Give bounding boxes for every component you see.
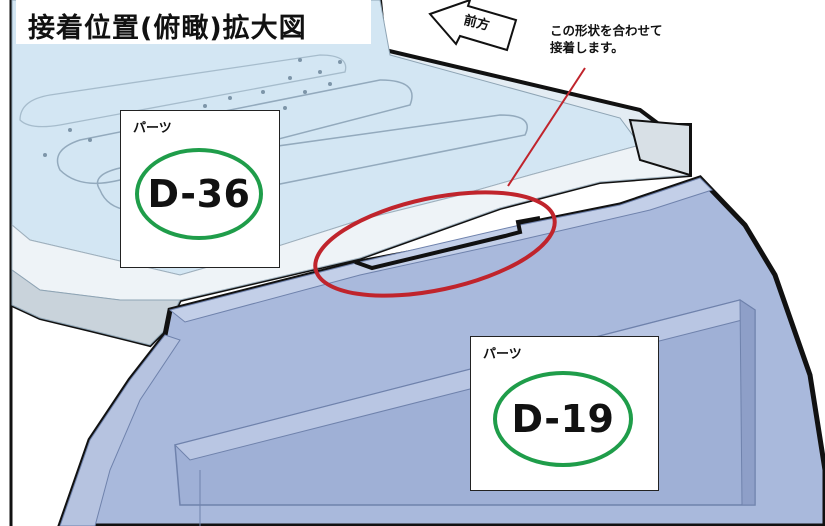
joint-highlight-ring xyxy=(313,190,557,298)
part-code: D-19 xyxy=(511,397,615,441)
part-code: D-36 xyxy=(147,172,251,216)
note-leader-line xyxy=(507,67,586,187)
part-card-d19: パーツ D-19 xyxy=(470,336,659,491)
page-title: 接着位置(俯瞰)拡大図 xyxy=(28,13,307,44)
joint-notch xyxy=(354,216,541,271)
forward-arrow-icon xyxy=(428,0,518,52)
part-card-d36: パーツ D-36 xyxy=(120,110,280,268)
instruction-note: この形状を合わせて 接着します。 xyxy=(550,22,663,56)
part-code-ring: D-19 xyxy=(493,371,633,467)
note-line-1: この形状を合わせて xyxy=(550,23,663,38)
part-label: パーツ xyxy=(483,347,522,362)
note-line-2: 接着します。 xyxy=(550,40,624,55)
part-label: パーツ xyxy=(133,121,172,136)
part-code-ring: D-36 xyxy=(135,148,263,240)
